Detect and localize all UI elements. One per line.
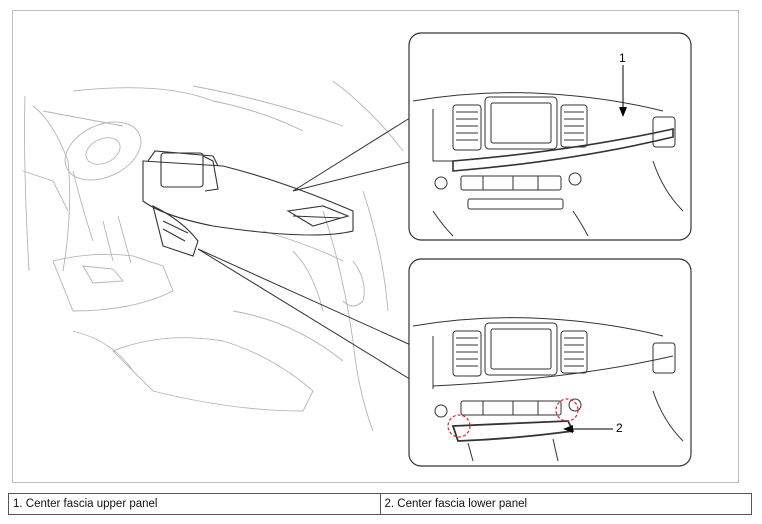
door-frame-line [24,95,30,272]
dashboard-illustration: 1 2 [22,32,692,467]
display-screen [160,152,204,188]
clip-highlight-left [447,414,471,438]
legend-item-upper-panel: 1. Center fascia upper panel [8,493,381,515]
zoom-leader-upper-b [292,160,414,192]
steering-wheel [64,121,142,181]
lower-panel-region [152,204,199,257]
figure-frame: 1 2 [12,10,739,483]
zoom-leader-lower-b [197,248,414,382]
right-vent [286,205,350,227]
zoom-leader-lower-a [197,248,414,347]
center-console [52,253,174,312]
callout-1: 1 [619,51,626,65]
zoom-box-lower: 2 [408,258,692,467]
legend-item-lower-panel: 2. Center fascia lower panel [379,493,752,515]
zoom-box-upper: 1 [408,32,692,241]
legend-row: 1. Center fascia upper panel 2. Center f… [8,493,752,515]
upper-display [484,96,558,150]
upper-panel-outline [142,160,354,236]
callout-2: 2 [616,421,623,435]
legend-table: 1. Center fascia upper panel 2. Center f… [8,493,752,515]
clip-highlight-right [555,398,579,422]
zoom-leader-upper-a [292,115,414,192]
